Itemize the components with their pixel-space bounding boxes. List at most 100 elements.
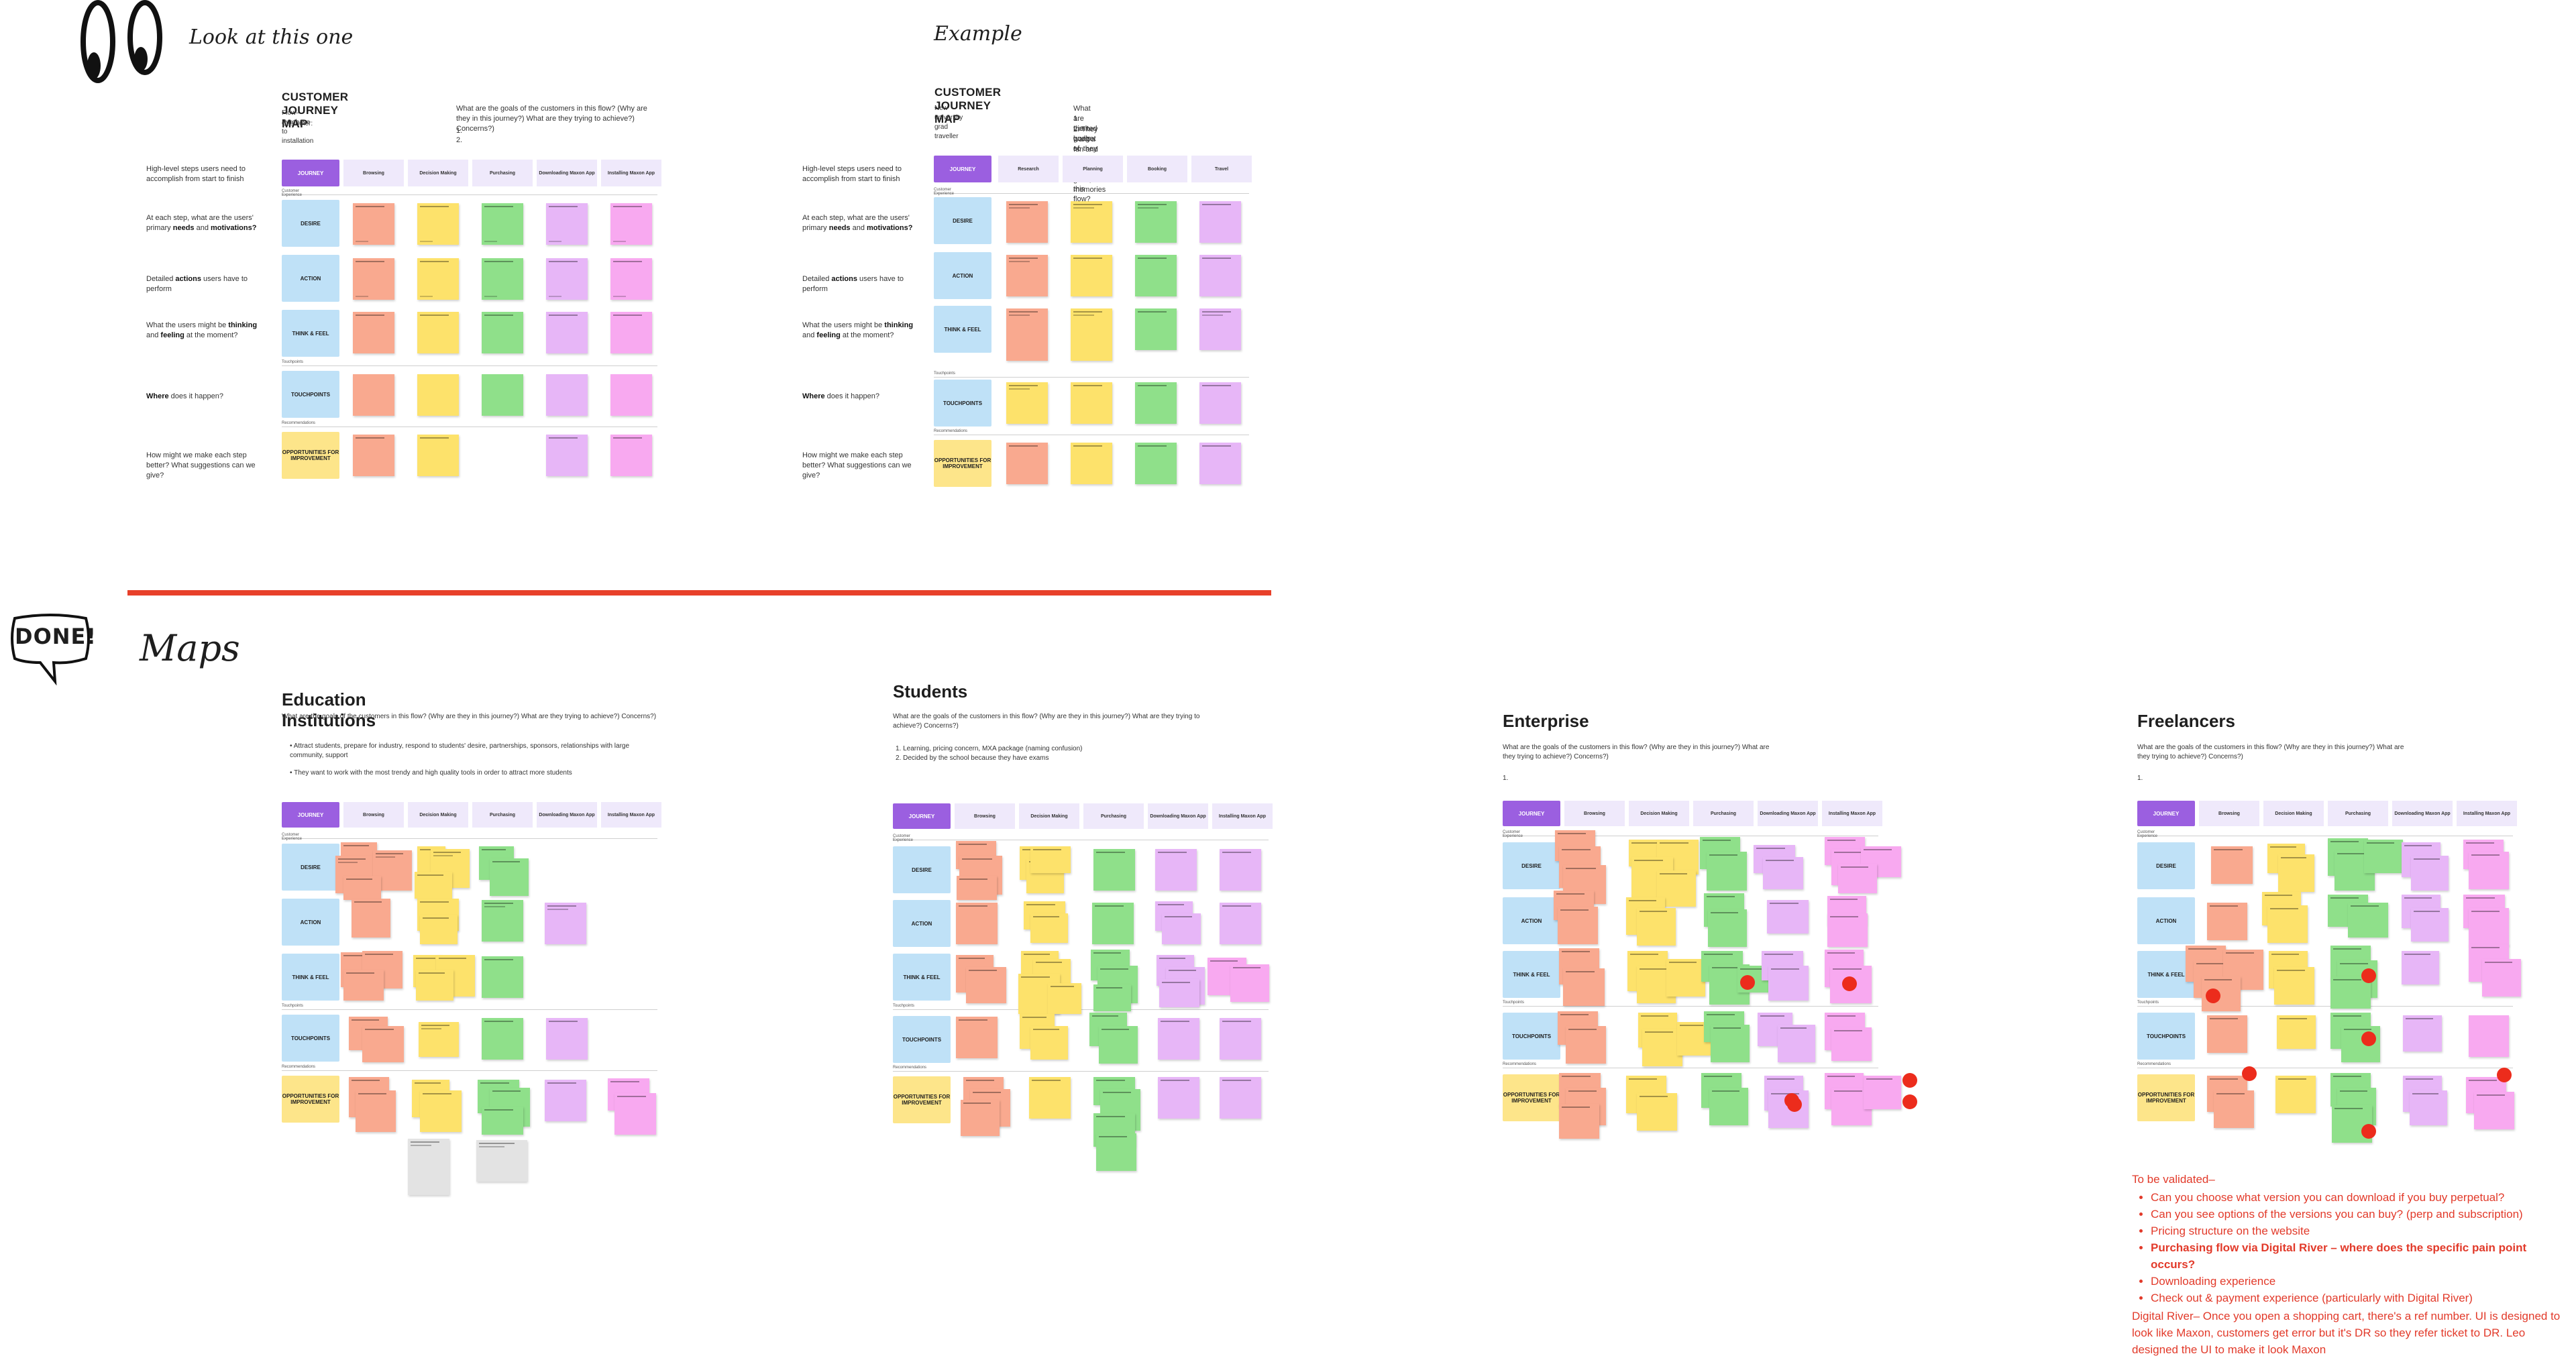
sticky-note[interactable]: [1093, 984, 1131, 1011]
sticky-note[interactable]: [1666, 959, 1705, 997]
sticky-note[interactable]: [956, 903, 998, 944]
sticky-note[interactable]: [417, 312, 459, 353]
sticky-note[interactable]: [1642, 1029, 1682, 1066]
sticky-note[interactable]: [415, 872, 452, 899]
sticky-note[interactable]: [2364, 840, 2403, 873]
sticky-note[interactable]: [1071, 308, 1112, 361]
sticky-note[interactable]: [482, 1018, 523, 1060]
sticky-note[interactable]: [1006, 443, 1048, 484]
sticky-note[interactable]: [1199, 201, 1241, 243]
sticky-note[interactable]: [1637, 1093, 1677, 1131]
sticky-note[interactable]: [2402, 951, 2439, 984]
sticky-note[interactable]: [2207, 903, 2247, 940]
sticky-note[interactable]: [2207, 1015, 2247, 1053]
sticky-note[interactable]: [966, 967, 1006, 1003]
sticky-note[interactable]: [1711, 1025, 1750, 1062]
sticky-note[interactable]: [1220, 1077, 1261, 1119]
sticky-note[interactable]: [2469, 1015, 2509, 1057]
sticky-note[interactable]: [1657, 870, 1696, 907]
sticky-note[interactable]: [1559, 1104, 1599, 1139]
sticky-note[interactable]: [1768, 966, 1809, 1001]
sticky-note[interactable]: [1831, 1027, 1872, 1061]
sticky-note[interactable]: [2348, 903, 2388, 938]
sticky-note[interactable]: [417, 435, 459, 476]
sticky-note[interactable]: [1071, 255, 1112, 296]
sticky-note[interactable]: [610, 435, 652, 476]
sticky-note[interactable]: [2474, 1092, 2514, 1129]
sticky-note[interactable]: [545, 903, 586, 944]
sticky-note[interactable]: [353, 374, 394, 416]
sticky-note[interactable]: [1071, 443, 1112, 484]
sticky-note[interactable]: [1135, 443, 1177, 484]
sticky-note[interactable]: [420, 1090, 462, 1132]
sticky-note[interactable]: [2275, 1076, 2316, 1113]
sticky-note[interactable]: [1029, 1077, 1071, 1119]
sticky-note[interactable]: [1864, 1076, 1901, 1109]
sticky-note[interactable]: [610, 203, 652, 245]
sticky-note[interactable]: [353, 258, 394, 300]
sticky-note[interactable]: [2267, 905, 2308, 943]
sticky-note[interactable]: [2214, 1090, 2254, 1128]
sticky-note[interactable]: [1155, 849, 1197, 891]
sticky-note[interactable]: [417, 258, 459, 300]
sticky-note[interactable]: [476, 1140, 527, 1182]
sticky-note[interactable]: [2469, 852, 2509, 889]
sticky-note[interactable]: [1006, 308, 1048, 361]
sticky-note[interactable]: [408, 1139, 449, 1195]
sticky-note[interactable]: [1159, 979, 1199, 1007]
sticky-note[interactable]: [1708, 909, 1747, 947]
sticky-note[interactable]: [1709, 1088, 1748, 1125]
sticky-note[interactable]: [362, 1026, 404, 1062]
sticky-note[interactable]: [1707, 852, 1747, 891]
sticky-note[interactable]: [1763, 857, 1803, 889]
sticky-note[interactable]: [353, 203, 394, 245]
sticky-note[interactable]: [482, 956, 523, 998]
sticky-note[interactable]: [1071, 201, 1112, 243]
sticky-note[interactable]: [1220, 849, 1261, 891]
sticky-note[interactable]: [2469, 908, 2509, 946]
sticky-note[interactable]: [1158, 1077, 1199, 1119]
sticky-note[interactable]: [353, 435, 394, 476]
sticky-note[interactable]: [1135, 382, 1177, 424]
sticky-note[interactable]: [482, 1107, 523, 1135]
sticky-note[interactable]: [1006, 201, 1048, 243]
sticky-note[interactable]: [356, 1090, 396, 1132]
sticky-note[interactable]: [1199, 255, 1241, 296]
sticky-note[interactable]: [1030, 913, 1068, 943]
sticky-note[interactable]: [1767, 900, 1809, 933]
sticky-note[interactable]: [482, 258, 523, 300]
sticky-note[interactable]: [482, 203, 523, 245]
sticky-note[interactable]: [546, 435, 588, 476]
sticky-note[interactable]: [1199, 443, 1241, 484]
sticky-note[interactable]: [343, 876, 381, 900]
sticky-note[interactable]: [961, 1100, 1000, 1136]
sticky-note[interactable]: [610, 258, 652, 300]
sticky-note[interactable]: [1030, 846, 1071, 873]
sticky-note[interactable]: [1637, 908, 1676, 946]
sticky-note[interactable]: [490, 858, 529, 896]
sticky-note[interactable]: [1566, 1026, 1606, 1064]
sticky-note[interactable]: [420, 915, 458, 944]
sticky-note[interactable]: [546, 258, 588, 300]
sticky-note[interactable]: [2403, 1015, 2442, 1052]
sticky-note[interactable]: [353, 312, 394, 353]
sticky-note[interactable]: [546, 374, 588, 416]
sticky-note[interactable]: [1827, 913, 1868, 947]
sticky-note[interactable]: [2211, 846, 2253, 884]
sticky-note[interactable]: [2411, 856, 2449, 891]
sticky-note[interactable]: [1162, 913, 1201, 944]
sticky-note[interactable]: [343, 970, 384, 1001]
sticky-note[interactable]: [2277, 1015, 2316, 1049]
sticky-note[interactable]: [956, 1017, 998, 1058]
sticky-note[interactable]: [417, 203, 459, 245]
sticky-note[interactable]: [2274, 967, 2314, 1005]
sticky-note[interactable]: [1220, 903, 1261, 944]
sticky-note[interactable]: [1096, 1133, 1136, 1171]
sticky-note[interactable]: [1778, 1025, 1815, 1062]
sticky-note[interactable]: [614, 1093, 656, 1135]
sticky-note[interactable]: [1158, 1018, 1199, 1060]
sticky-note[interactable]: [546, 1018, 588, 1060]
sticky-note[interactable]: [957, 876, 997, 900]
sticky-note[interactable]: [1048, 983, 1081, 1014]
sticky-note[interactable]: [2411, 908, 2449, 942]
